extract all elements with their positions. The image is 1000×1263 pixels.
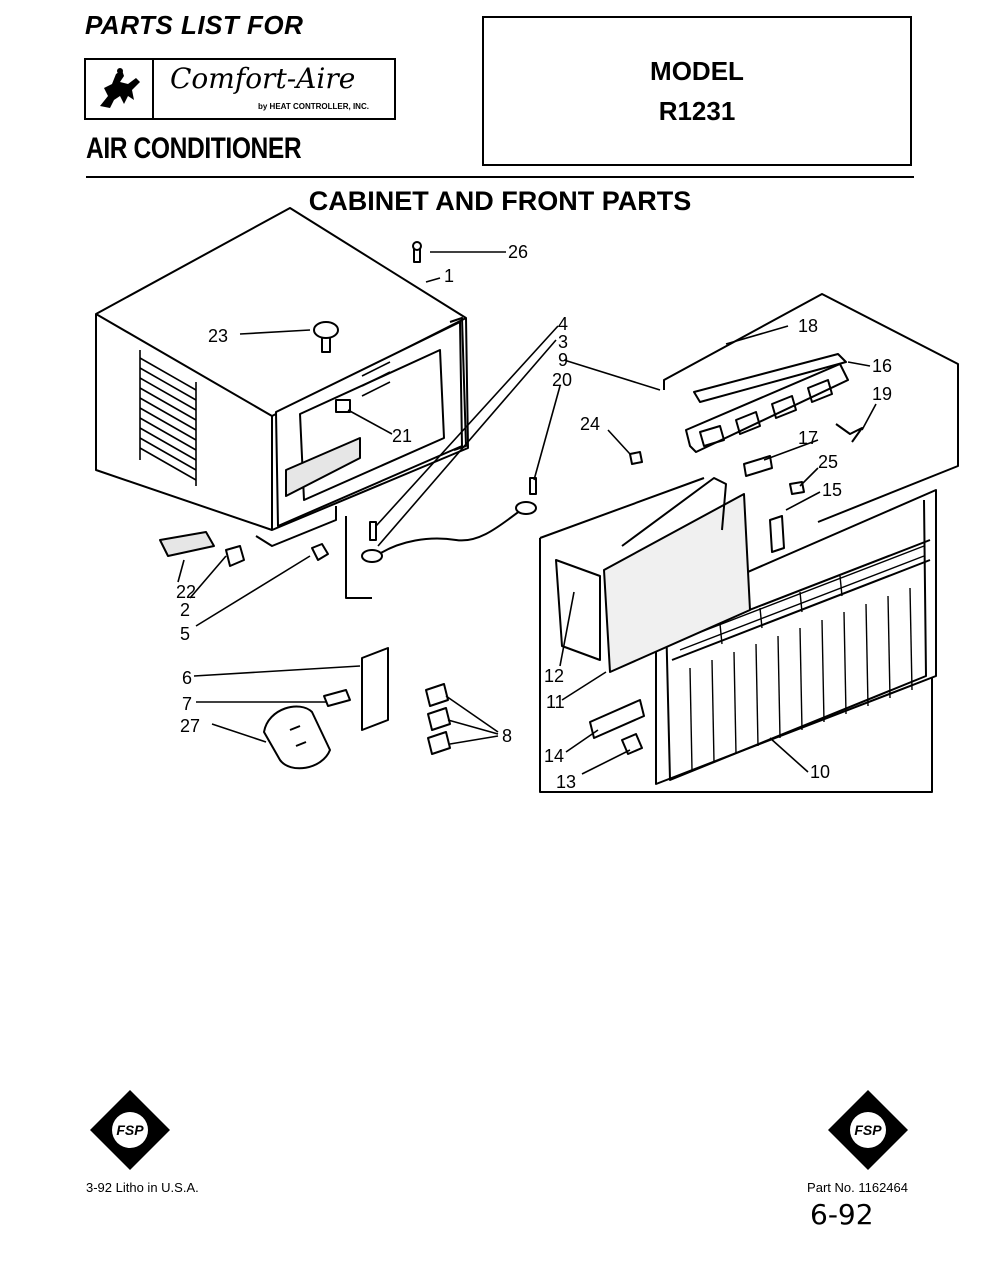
callout-23: 23 (208, 326, 228, 346)
callout-15: 15 (822, 480, 842, 500)
product-label: AIR CONDITIONER (86, 132, 302, 165)
fsp-diamond-icon: FSP (828, 1090, 908, 1170)
callout-18: 18 (798, 316, 818, 336)
callout-22: 22 (176, 582, 196, 602)
callout-2: 2 (180, 600, 190, 620)
callout-7: 7 (182, 694, 192, 714)
callout-4: 4 (558, 314, 568, 334)
section-title: CABINET AND FRONT PARTS (308, 186, 692, 216)
brand-logo: Comfort-Aire by HEAT CONTROLLER, INC. (84, 58, 396, 120)
badge-label-left: FSP (116, 1122, 144, 1138)
callout-3: 3 (558, 332, 568, 352)
handwritten-date: 6-92 (810, 1198, 874, 1231)
callout-25: 25 (818, 452, 838, 472)
cabinet-base-parts (159, 516, 372, 599)
callout-13: 13 (556, 772, 576, 792)
callout-14: 14 (544, 746, 564, 766)
callout-24: 24 (580, 414, 600, 434)
logo-divider (152, 60, 154, 118)
header-title: PARTS LIST FOR (85, 10, 304, 40)
logo-tagline: by HEAT CONTROLLER, INC. (258, 102, 369, 111)
model-number: R1231 (658, 96, 736, 126)
header-divider (86, 176, 914, 178)
model-box: MODEL R1231 (482, 16, 912, 166)
part-number: Part No. 1162464 (807, 1180, 908, 1195)
callout-6: 6 (182, 668, 192, 688)
knob-and-screw (313, 241, 422, 353)
horse-rider-icon (100, 68, 140, 108)
callout-12: 12 (544, 666, 564, 686)
badge-label-right: FSP (854, 1122, 882, 1138)
power-cord-drawing (361, 477, 537, 563)
callout-11: 11 (546, 692, 565, 712)
callout-10: 10 (810, 762, 830, 782)
callout-19: 19 (872, 384, 892, 404)
callout-5: 5 (180, 624, 190, 644)
callout-labels: 26 1 23 21 22 2 5 4 3 9 20 24 18 16 19 1… (176, 242, 892, 792)
callout-21: 21 (392, 426, 412, 446)
callout-16: 16 (872, 356, 892, 376)
small-parts-drawing (263, 647, 451, 770)
callout-27: 27 (180, 716, 200, 736)
callout-1: 1 (444, 266, 454, 286)
leader-lines (177, 251, 877, 775)
control-box-outline (629, 293, 959, 523)
callout-8: 8 (502, 726, 512, 746)
callout-26: 26 (508, 242, 528, 262)
fsp-diamond-icon: FSP (90, 1090, 170, 1170)
cabinet-drawing (95, 207, 469, 547)
litho-note: 3-92 Litho in U.S.A. (86, 1180, 199, 1195)
logo-brand-name: Comfort-Aire (170, 62, 356, 95)
callout-9: 9 (558, 350, 568, 370)
model-label: MODEL (650, 56, 744, 86)
callout-20: 20 (552, 370, 572, 390)
callout-17: 17 (798, 428, 818, 448)
front-grille-outline (539, 477, 937, 793)
